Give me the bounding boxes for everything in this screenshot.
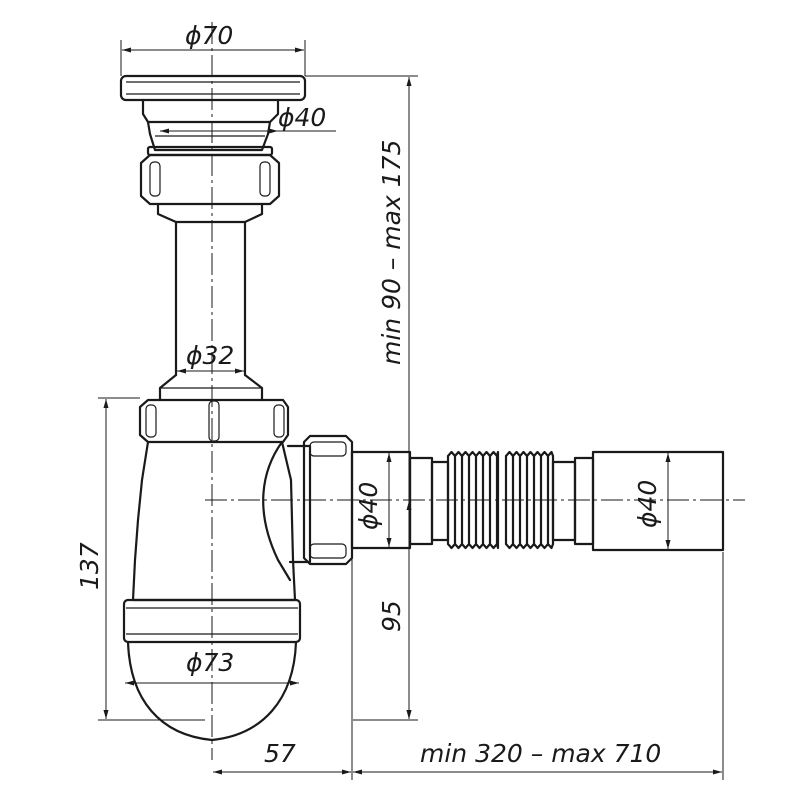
dim-axis-offset: 57 <box>213 560 353 780</box>
label-bottle-height: 137 <box>75 542 104 590</box>
dim-outlet-height: 95 <box>351 500 412 720</box>
dim-pipe-diameter: ϕ32 <box>177 341 244 374</box>
dim-length-range: min 320 – max 710 <box>353 552 724 780</box>
upper-nut <box>139 153 281 224</box>
bottle-body <box>131 440 312 602</box>
side-outlet-nut <box>302 434 354 566</box>
center-lines <box>205 22 745 760</box>
flexible-outlet <box>350 450 725 552</box>
dim-side-outlet-diameter: ϕ40 <box>354 453 392 547</box>
dim-outlet-diameter: ϕ40 <box>160 103 336 134</box>
label-flex-end-diameter: ϕ40 <box>633 480 662 528</box>
dim-height-range: min 90 – max 175 <box>305 75 418 721</box>
label-pipe-diameter: ϕ32 <box>186 341 234 370</box>
dim-strainer-diameter: ϕ70 <box>120 21 306 76</box>
label-side-outlet-diameter: ϕ40 <box>354 482 383 530</box>
label-outlet-height: 95 <box>377 600 406 632</box>
dim-bottle-diameter: ϕ73 <box>125 648 299 686</box>
dim-flex-end-diameter: ϕ40 <box>633 453 671 549</box>
dim-bottle-height: 137 <box>75 397 205 721</box>
middle-nut <box>138 398 290 444</box>
label-axis-offset: 57 <box>264 739 296 768</box>
label-bottle-diameter: ϕ73 <box>186 648 234 677</box>
label-height-range: min 90 – max 175 <box>377 140 406 365</box>
label-length-range: min 320 – max 710 <box>420 739 661 768</box>
label-strainer-diameter: ϕ70 <box>185 21 233 50</box>
vertical-pipe <box>158 220 264 402</box>
label-outlet-diameter: ϕ40 <box>278 103 326 132</box>
